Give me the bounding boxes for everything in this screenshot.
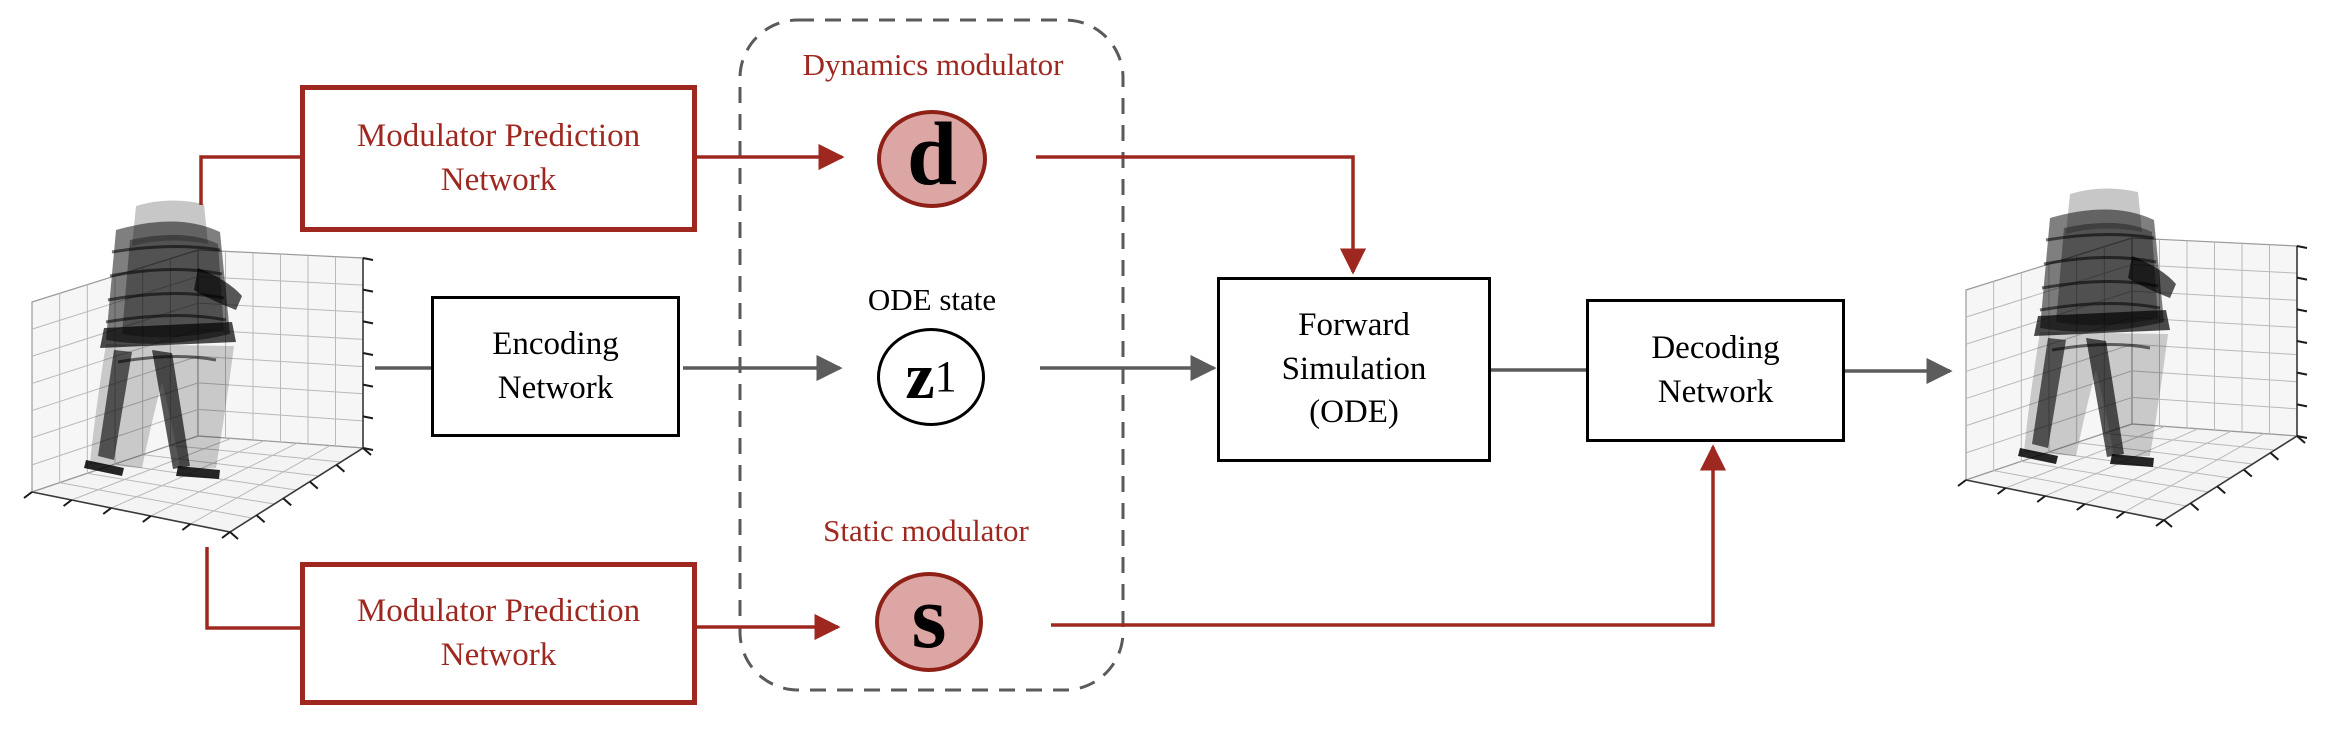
y-axis-ticks (23, 491, 231, 539)
x-axis-ticks (229, 447, 372, 540)
ode-state-label: ODE state (867, 282, 997, 317)
static-modulator-label: Static modulator (823, 513, 1029, 548)
forward-simulation-ode-box: Forward Simulation (ODE) (1217, 277, 1491, 462)
box-label-line: (ODE) (1309, 394, 1399, 431)
connector-input-to-top-modulator-network (199, 155, 300, 205)
connector-s-to-decoding-arrow (1051, 444, 1727, 627)
modulator-prediction-network-top-box: Modulator Prediction Network (300, 85, 697, 232)
box-label-line: Simulation (1281, 350, 1427, 387)
box-label-line: Modulator Prediction (356, 117, 641, 154)
box-label-line: Modulator Prediction (356, 592, 641, 629)
human-mesh-figure (84, 200, 242, 479)
box-label-line: Network (497, 369, 614, 406)
connector-d-to-forward-arrow (1036, 155, 1367, 275)
static-modulator-symbol: s (911, 568, 947, 667)
decoding-network-box: Decoding Network (1586, 299, 1845, 442)
box-label-line: Forward (1298, 307, 1410, 344)
encoding-network-box: Encoding Network (431, 296, 680, 437)
static-modulator-circle: s (875, 572, 983, 672)
mesh-sequence-plot-right (1956, 186, 2309, 529)
z-axis-ticks (362, 257, 374, 451)
box-label-line: Decoding (1651, 329, 1780, 366)
dynamics-modulator-label: Dynamics modulator (802, 47, 1064, 82)
box-label-line: Network (1657, 373, 1774, 410)
box-label-line: Network (440, 161, 557, 198)
dynamics-modulator-symbol: d (906, 105, 958, 204)
ode-state-subscript: 1 (934, 352, 957, 401)
dynamics-modulator-circle: d (877, 110, 987, 208)
box-label-line: Network (440, 636, 557, 673)
modulator-prediction-network-bottom-box: Modulator Prediction Network (300, 562, 697, 705)
mesh-sequence-plot-left (23, 200, 374, 540)
connector-input-to-bottom-modulator-network (205, 547, 300, 630)
ode-state-symbol: z (905, 340, 935, 413)
box-label-line: Encoding (492, 325, 619, 362)
modulator-container-dashed-border (738, 18, 1125, 692)
